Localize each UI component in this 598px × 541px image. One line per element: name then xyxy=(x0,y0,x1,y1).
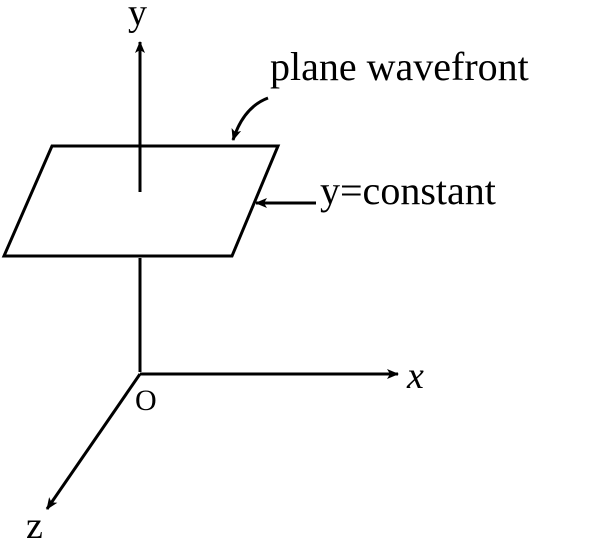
plane-wavefront-shape xyxy=(1,144,281,258)
z-axis-label: z xyxy=(26,505,43,541)
wavefront-label: plane wavefront xyxy=(270,44,529,89)
plane-equation-label: y=constant xyxy=(320,168,496,213)
x-axis-label: x xyxy=(406,355,424,397)
wavefront-pointer-arrow xyxy=(231,96,269,141)
z-axis xyxy=(45,373,142,510)
origin-label: O xyxy=(135,384,157,417)
y-axis-label: y xyxy=(128,0,147,34)
